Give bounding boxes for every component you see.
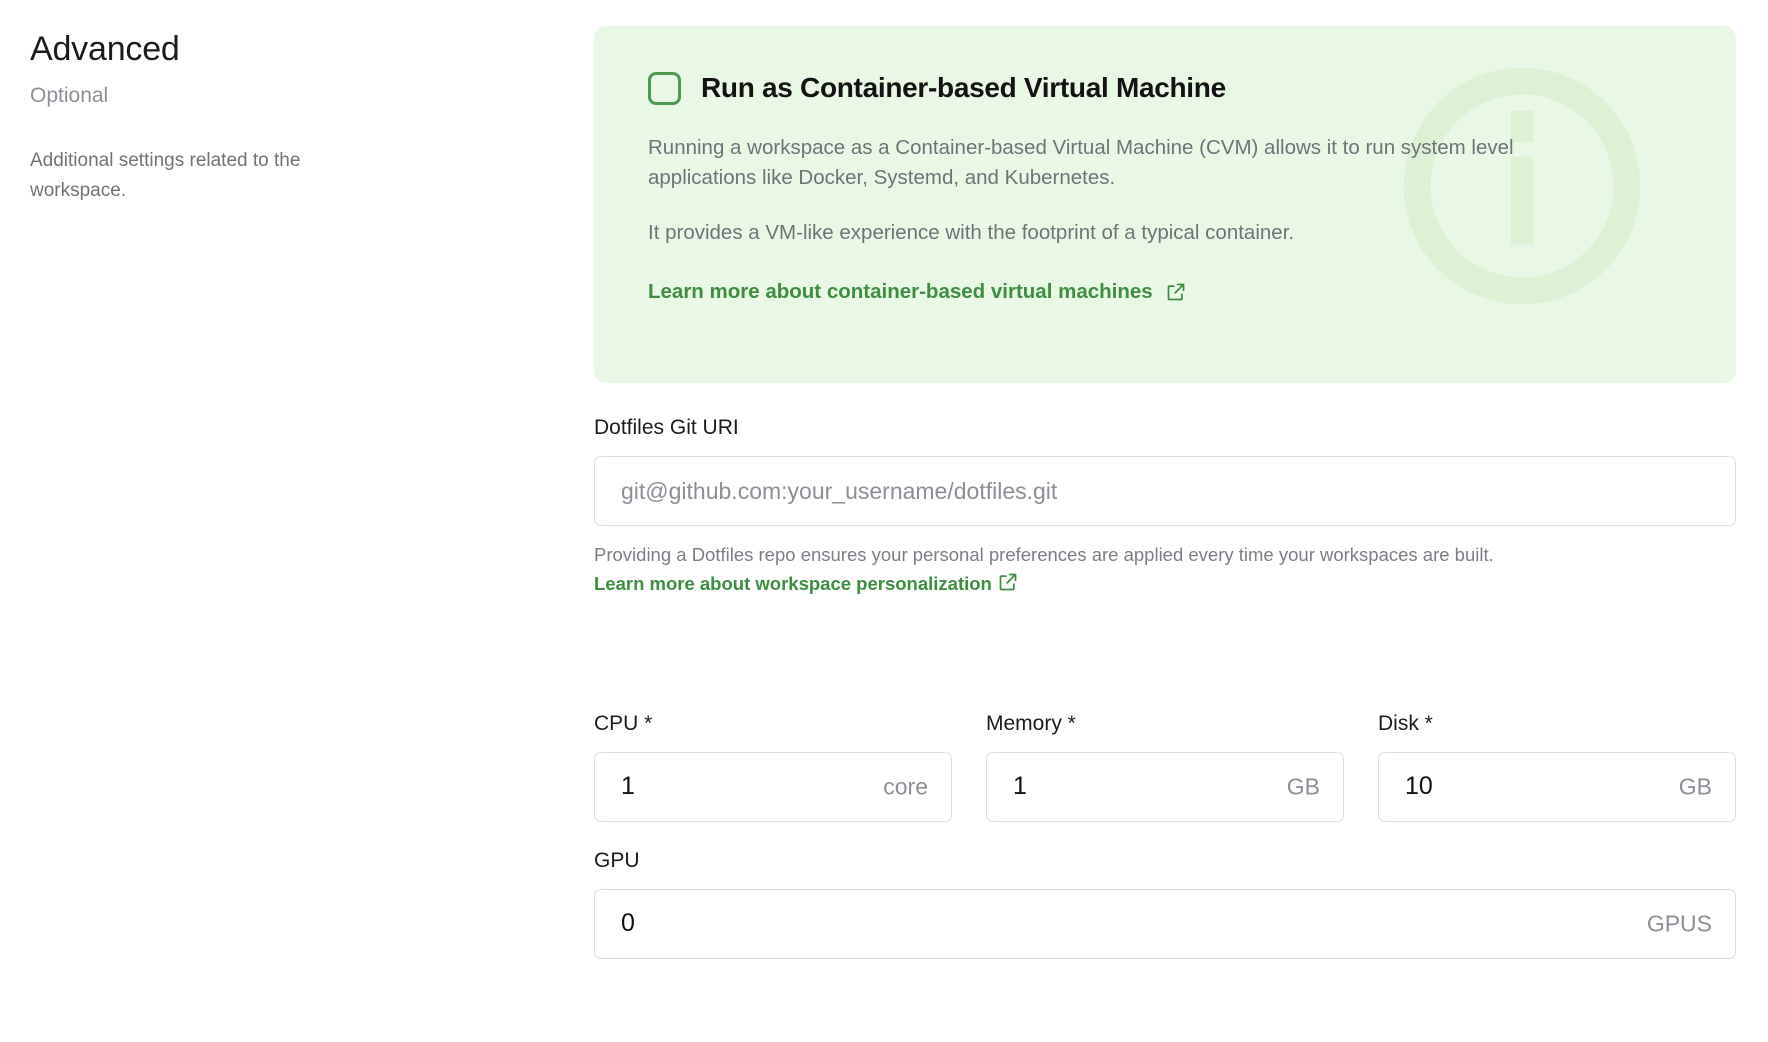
cpu-input[interactable] (594, 751, 952, 822)
cvm-callout: Run as Container-based Virtual Machine R… (594, 26, 1736, 383)
cvm-checkbox[interactable] (648, 72, 681, 105)
workspace-personalization-link[interactable]: Learn more about workspace personalizati… (594, 573, 1018, 594)
memory-input[interactable] (986, 751, 1344, 822)
section-description: Additional settings related to the works… (30, 150, 301, 201)
dotfiles-label: Dotfiles Git URI (594, 416, 739, 439)
dotfiles-field-block: Dotfiles Git URI Providing a Dotfiles re… (594, 415, 1736, 599)
cvm-learn-more-label: Learn more about container-based virtual… (648, 280, 1153, 304)
external-link-icon (999, 573, 1017, 591)
gpu-field-block: GPU GPUS (594, 848, 1736, 959)
advanced-settings-form: Run as Container-based Virtual Machine R… (594, 26, 1736, 959)
external-link-icon (1167, 283, 1185, 301)
disk-field-block: Disk * GB (1378, 711, 1736, 822)
cpu-label: CPU * (594, 711, 653, 735)
page-title: Advanced (30, 30, 180, 68)
optional-label: Optional (30, 84, 109, 108)
cvm-description-2: It provides a VM-like experience with th… (648, 221, 1295, 245)
gpu-label: GPU (594, 848, 640, 872)
workspace-personalization-label: Learn more about workspace personalizati… (594, 572, 992, 594)
memory-label: Memory * (986, 711, 1076, 735)
cpu-field-block: CPU * core (594, 711, 952, 822)
dotfiles-git-uri-input[interactable] (594, 456, 1736, 527)
disk-label: Disk * (1378, 711, 1433, 735)
resources-row: CPU * core Memory * GB Disk * GB (594, 711, 1736, 822)
memory-field-block: Memory * GB (986, 711, 1344, 822)
gpu-input[interactable] (594, 888, 1736, 959)
cvm-checkbox-label: Run as Container-based Virtual Machine (701, 72, 1226, 104)
disk-input[interactable] (1378, 751, 1736, 822)
advanced-section-header: Advanced Optional Additional settings re… (30, 30, 460, 205)
cvm-learn-more-link[interactable]: Learn more about container-based virtual… (648, 280, 1186, 304)
cvm-checkbox-row[interactable]: Run as Container-based Virtual Machine (648, 72, 1682, 105)
dotfiles-helper-text: Providing a Dotfiles repo ensures your p… (594, 541, 1494, 598)
dotfiles-helper-prefix: Providing a Dotfiles repo ensures your p… (594, 544, 1494, 566)
cvm-description-1: Running a workspace as a Container-based… (648, 136, 1514, 189)
